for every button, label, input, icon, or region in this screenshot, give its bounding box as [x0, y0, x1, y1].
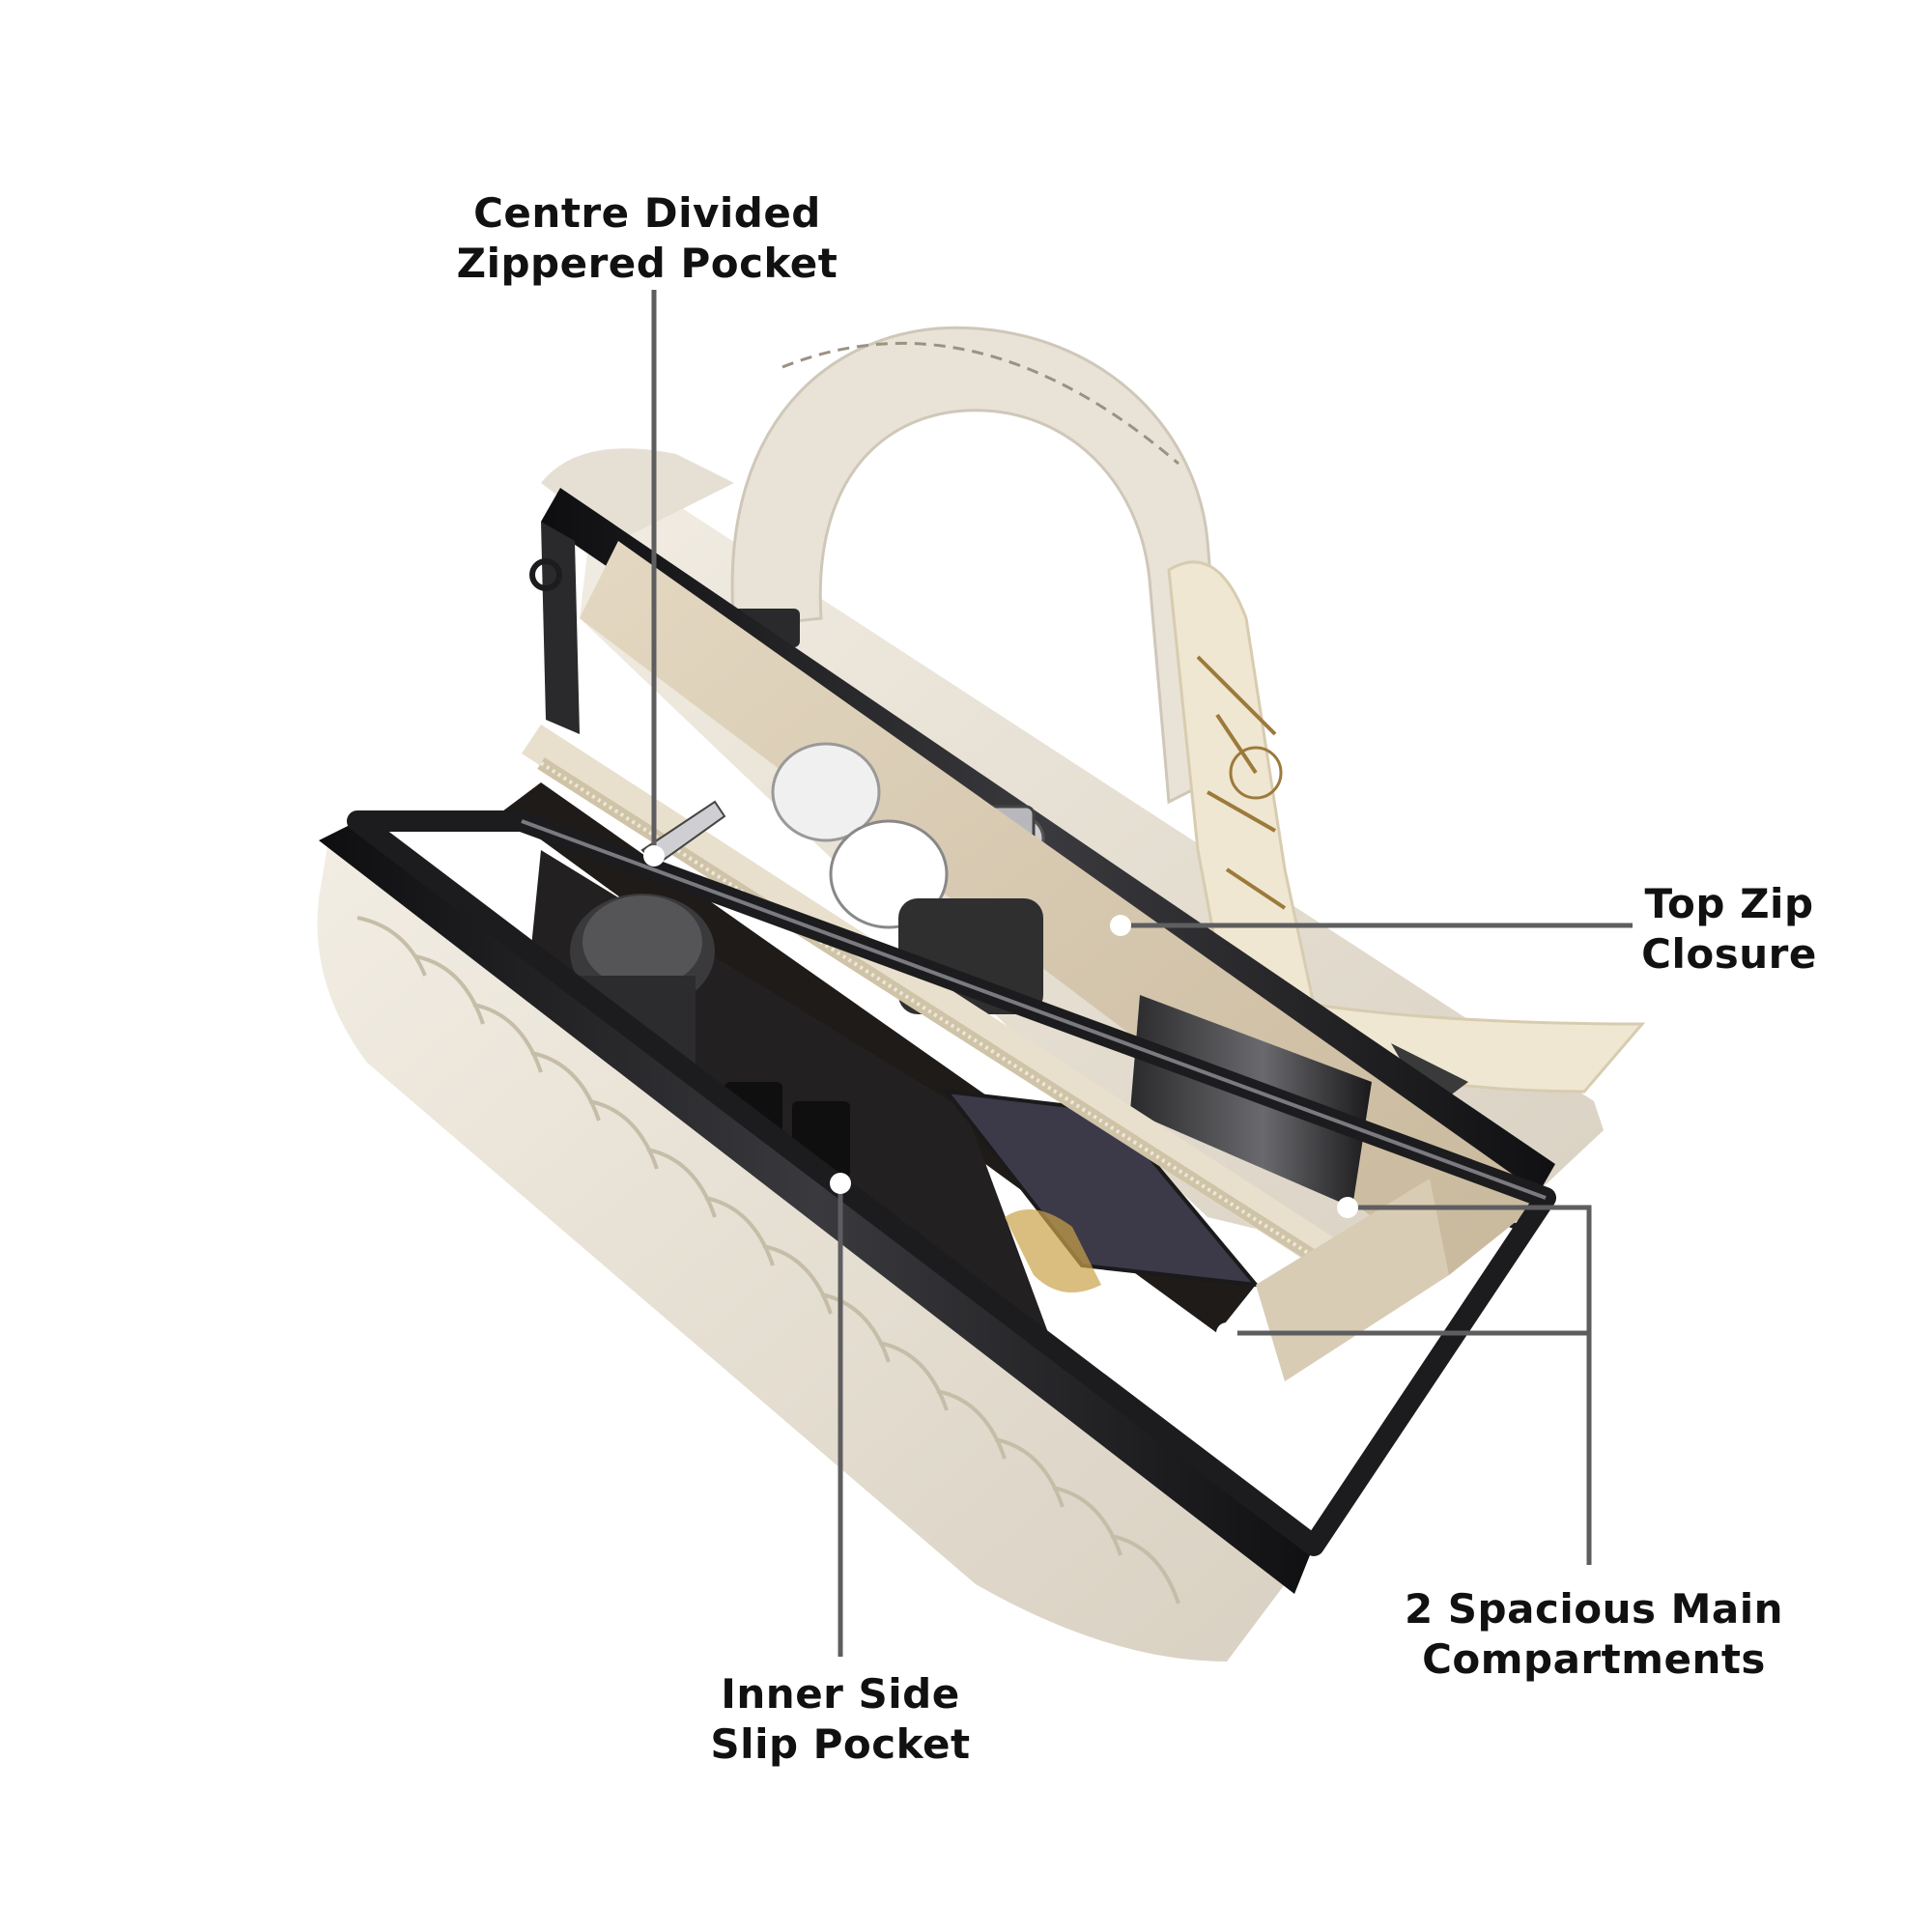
callout-topzip-line: [1110, 915, 1633, 936]
label-line: Slip Pocket: [710, 1720, 971, 1768]
label-line: Inner Side: [721, 1670, 960, 1718]
label-spacious-compartments: 2 Spacious Main Compartments: [1391, 1584, 1797, 1685]
label-line: Compartments: [1422, 1635, 1766, 1683]
label-line: Zippered Pocket: [456, 240, 838, 287]
label-line: 2 Spacious Main: [1404, 1585, 1784, 1633]
label-centre-divided-pocket: Centre Divided Zippered Pocket: [454, 188, 840, 289]
label-inner-side-slip-pocket: Inner Side Slip Pocket: [696, 1669, 985, 1770]
callout-centre-line: [643, 290, 665, 867]
label-line: Closure: [1641, 930, 1817, 978]
front-metal-frame: [319, 810, 1556, 1594]
label-top-zip-closure: Top Zip Closure: [1633, 879, 1826, 980]
centre-zip-divider: [522, 724, 1362, 1285]
label-line: Top Zip: [1644, 880, 1814, 927]
callout-inner-line: [830, 1173, 851, 1657]
pleated-front-panel: [317, 840, 1285, 1662]
bag-interior: [502, 541, 1546, 1372]
callout-spacious-line: [1216, 1197, 1592, 1565]
label-line: Centre Divided: [473, 189, 821, 237]
